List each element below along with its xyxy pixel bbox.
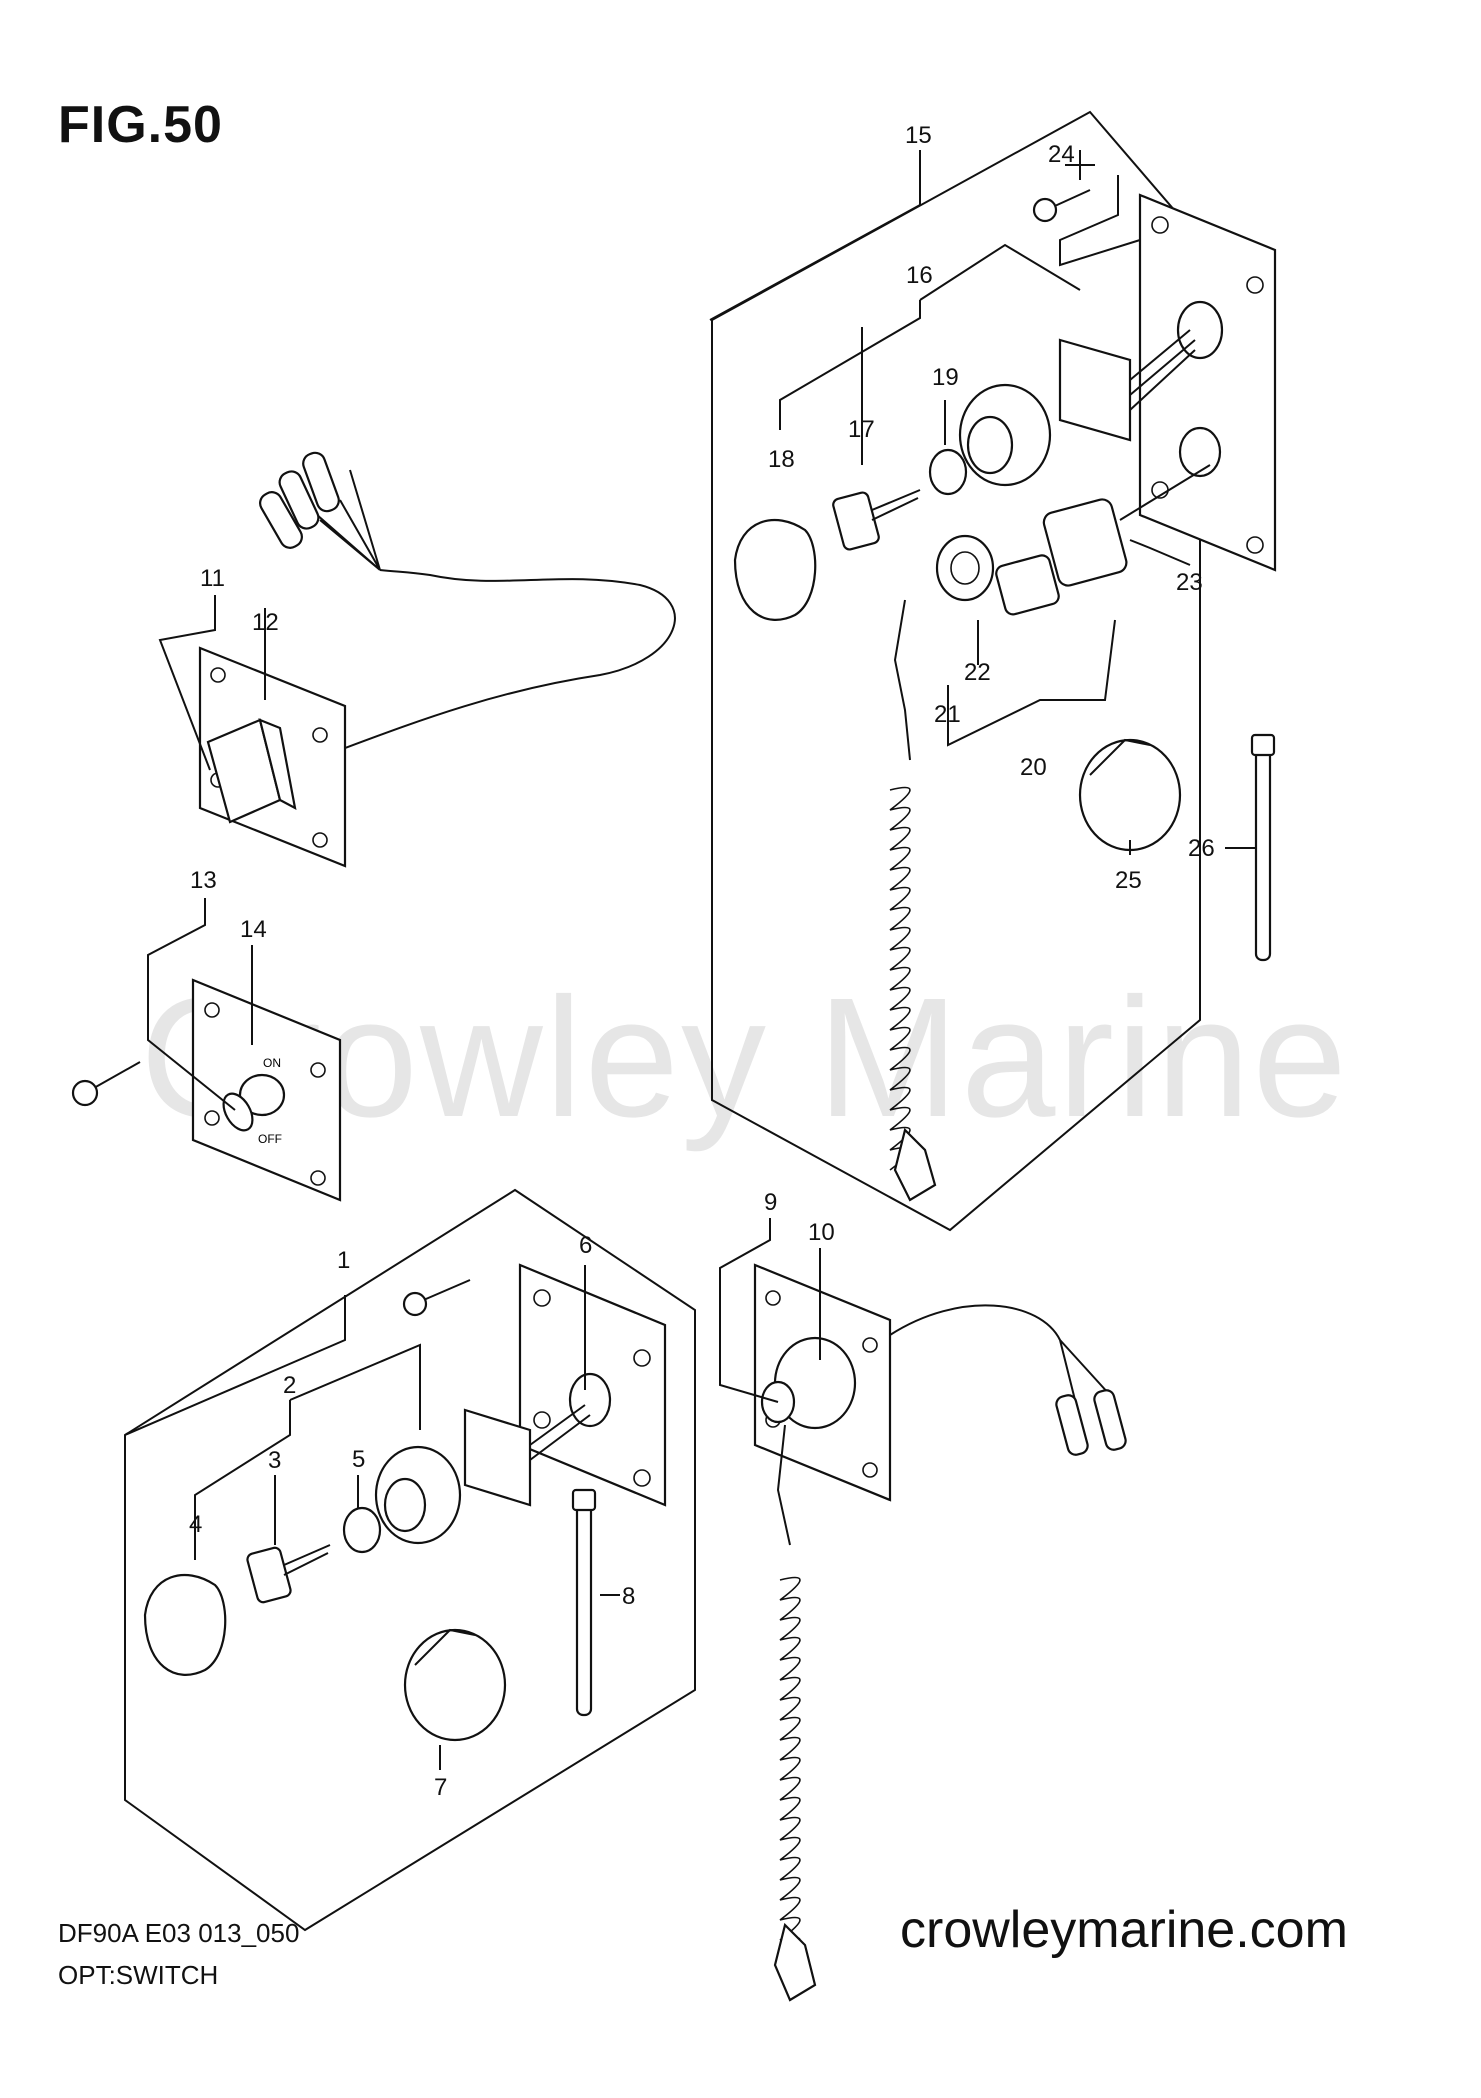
callout-21: 21 — [934, 701, 961, 728]
callout-22: 22 — [964, 659, 991, 686]
diagram-subtitle: OPT:SWITCH — [58, 1960, 219, 1990]
callout-19: 19 — [932, 364, 959, 391]
callout-26: 26 — [1188, 835, 1215, 862]
callout-18: 18 — [768, 446, 795, 473]
callout-15: 15 — [905, 122, 932, 149]
callout-24: 24 — [1048, 141, 1075, 168]
watermark: Crowley Marine — [140, 963, 1349, 1153]
leader-lines — [124, 150, 1256, 1770]
callout-2: 2 — [283, 1372, 296, 1399]
callout-14: 14 — [240, 916, 267, 943]
ignition-panel-1 — [143, 1263, 667, 1742]
ignition-panel-15 — [733, 189, 1277, 1202]
group-box-15 — [711, 110, 1201, 1232]
callouts: 1 2 3 4 5 6 7 8 9 10 11 12 13 14 15 16 1… — [189, 122, 1215, 1801]
toggle-off-label: OFF — [258, 1132, 282, 1146]
callout-10: 10 — [808, 1219, 835, 1246]
figure-title: FIG.50 — [58, 96, 223, 154]
group-box-1 — [124, 1188, 696, 1932]
stop-switch-assembly — [753, 1263, 1127, 2002]
callout-16: 16 — [906, 262, 933, 289]
callout-12: 12 — [252, 609, 279, 636]
callout-13: 13 — [190, 867, 217, 894]
callout-11: 11 — [200, 565, 225, 592]
callout-20: 20 — [1020, 754, 1047, 781]
callout-5: 5 — [352, 1446, 365, 1473]
callout-1: 1 — [337, 1247, 350, 1274]
callout-4: 4 — [189, 1511, 202, 1538]
callout-25: 25 — [1115, 867, 1142, 894]
diagram-code: DF90A E03 013_050 — [58, 1918, 300, 1948]
callout-7: 7 — [434, 1774, 447, 1801]
site-watermark: crowleymarine.com — [900, 1901, 1348, 1959]
toggle-on-label: ON — [263, 1056, 281, 1070]
screw-left — [71, 1061, 141, 1107]
callout-3: 3 — [268, 1447, 281, 1474]
rocker-switch-assembly — [198, 451, 676, 868]
callout-17: 17 — [848, 416, 875, 443]
callout-9: 9 — [764, 1189, 777, 1216]
callout-6: 6 — [579, 1232, 592, 1259]
toggle-switch-assembly: ON OFF — [191, 978, 342, 1202]
callout-23: 23 — [1176, 569, 1203, 596]
callout-8: 8 — [622, 1583, 635, 1610]
